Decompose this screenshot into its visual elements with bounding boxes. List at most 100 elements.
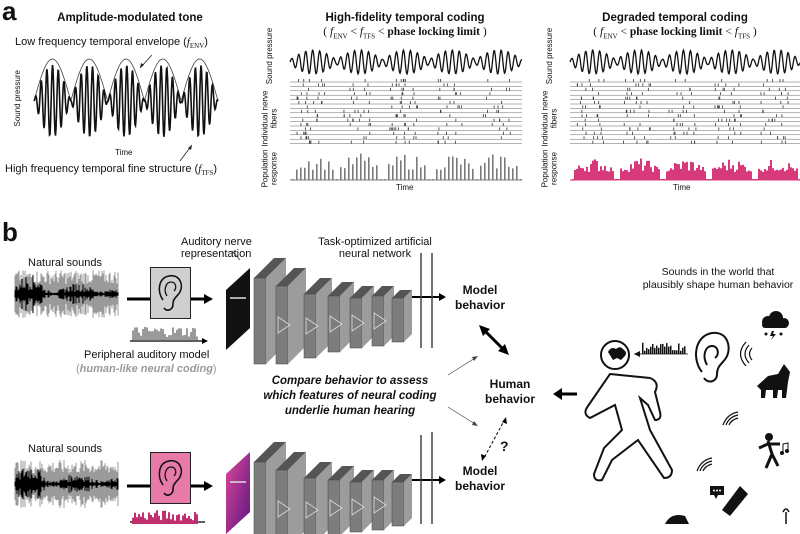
population-bar <box>484 162 486 180</box>
arrowhead-model-top <box>439 293 446 301</box>
peripheral-bar <box>184 334 186 340</box>
peripheral-bar <box>148 330 150 340</box>
population-bar <box>782 167 784 180</box>
population-bar <box>728 159 730 180</box>
population-bar <box>708 179 710 180</box>
population-bar <box>404 154 406 180</box>
population-bar <box>620 168 622 180</box>
population-bar <box>320 158 322 180</box>
population-bar <box>424 165 426 180</box>
population-bar <box>380 179 382 180</box>
chat-bubble-icon <box>710 486 724 499</box>
population-bar <box>722 162 724 180</box>
population-bar <box>468 163 470 180</box>
population-bar <box>308 161 310 180</box>
compare-arrow-down-thin <box>447 406 476 425</box>
population-bar <box>618 179 620 180</box>
compare-arrowhead-down <box>498 344 509 355</box>
population-bar <box>408 169 410 180</box>
conv-filter <box>373 312 387 330</box>
fine-arrowhead <box>188 145 192 150</box>
peripheral-bar <box>150 331 152 340</box>
peripheral-bar <box>140 516 142 524</box>
population-bar <box>694 170 696 180</box>
peripheral-bar <box>158 331 160 340</box>
neural-spike-bar <box>684 346 686 354</box>
peripheral-bar <box>176 329 178 340</box>
neural-spike-bar <box>672 350 674 354</box>
peripheral-bar <box>132 330 134 340</box>
am-xlabel: Time <box>115 148 133 157</box>
sound-wave-icon <box>739 341 753 367</box>
neural-spike-bar <box>670 345 672 354</box>
peripheral-bar <box>146 519 148 524</box>
neural-spike-bar <box>658 347 660 354</box>
population-bar <box>664 179 666 180</box>
population-bar <box>716 169 718 180</box>
peripheral-bar <box>148 512 150 524</box>
high-fidelity-title: High-fidelity temporal coding <box>325 12 485 24</box>
natural-sounds-label-top: Natural sounds <box>28 257 102 269</box>
population-bar <box>492 154 494 180</box>
neural-spike-bar <box>642 342 644 354</box>
population-bar <box>642 170 644 180</box>
layer-top <box>372 470 394 480</box>
peripheral-bar <box>160 520 162 524</box>
population-bar <box>626 170 628 180</box>
population-bar <box>758 168 760 180</box>
storm-cloud-icon <box>762 311 789 340</box>
population-bar <box>460 164 462 180</box>
peripheral-bar <box>194 328 196 340</box>
unknown-question-mark: ? <box>500 438 509 454</box>
peripheral-bar <box>136 327 138 340</box>
population-bar <box>480 165 482 180</box>
partial-object-icon <box>665 515 689 524</box>
population-bar <box>752 179 754 180</box>
neural-spike-bar <box>668 346 670 354</box>
population-bar <box>476 179 478 180</box>
population-bar <box>606 171 608 180</box>
degraded-condition: ( fENV < phase locking limit < fTFS ) <box>593 26 757 41</box>
population-bar <box>504 157 506 180</box>
peripheral-bar <box>188 336 190 340</box>
population-bar <box>788 163 790 180</box>
population-bar <box>712 168 714 180</box>
layer-side <box>384 286 394 346</box>
natural-sound-waveform-top <box>14 270 119 318</box>
arrowhead-ear-top <box>204 294 213 304</box>
population-bar <box>790 167 792 180</box>
population-bar <box>420 167 422 180</box>
sound-wave-icon <box>696 411 739 472</box>
am-annotation-arrows <box>139 54 193 162</box>
population-bar <box>762 171 764 180</box>
population-bar <box>786 169 788 180</box>
population-bar <box>670 168 672 180</box>
population-bar <box>686 161 688 180</box>
population-bar <box>628 171 630 180</box>
conv-filter <box>351 498 365 516</box>
population-bar <box>710 179 712 180</box>
population-bar <box>778 170 780 180</box>
wolf-icon <box>757 364 790 398</box>
population-bar <box>706 179 708 180</box>
population-bar <box>392 165 394 180</box>
population-bar <box>586 166 588 180</box>
envelope-curve <box>33 58 219 102</box>
population-bar <box>572 179 574 180</box>
layer-side <box>362 286 374 348</box>
population-bar <box>768 166 770 180</box>
neural-spike-bar <box>650 346 652 354</box>
population-bar <box>602 170 604 180</box>
layer-top <box>372 286 394 296</box>
population-bar <box>746 171 748 180</box>
layer-top <box>350 470 374 482</box>
population-bar <box>388 163 390 180</box>
population-bar <box>648 160 650 180</box>
neural-spike-bar <box>656 345 658 354</box>
walking-person-icon <box>584 340 674 482</box>
population-bar <box>316 163 318 180</box>
natural-sounds-label-bottom: Natural sounds <box>28 443 102 455</box>
